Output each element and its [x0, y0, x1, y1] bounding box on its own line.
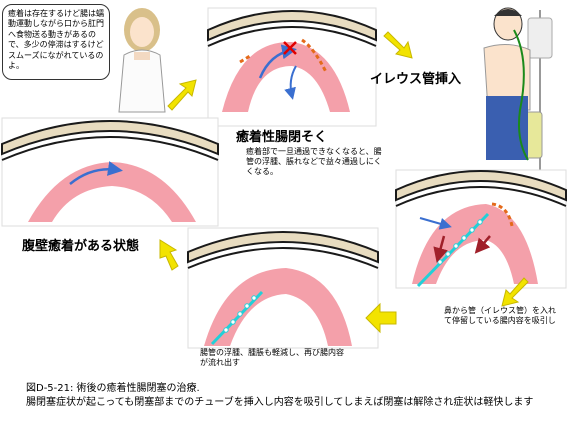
label-abdominal-adhesion: 腹壁癒着がある状態 [22, 239, 140, 254]
patient-with-tube [483, 7, 553, 170]
label-suction-desc: 鼻から管（イレウス管）を入れて停留している腸内容を吸引し [444, 306, 556, 325]
label-edema-reduced-desc: 腸管の浮腫、腫脹も軽減し、再び腸内容が流れ出す [200, 348, 344, 367]
nurse-character [118, 8, 166, 113]
label-ileus-tube: イレウス管挿入 [370, 72, 462, 87]
speech-bubble: 癒着は存在するけど腸は蠕動運動しながら口から肛門へ食物送る動きがあるので、多少の… [2, 4, 110, 80]
figure-caption: 図D-5-21: 術後の癒着性腸閉塞の治療. 腸閉塞症状が起こっても閉塞部までの… [26, 382, 556, 409]
panel-suction [395, 169, 567, 289]
panel-normal [0, 117, 219, 227]
panel-resolved [187, 227, 379, 349]
caption-figure: 図D-5-21: 術後の癒着性腸閉塞の治療. [26, 383, 200, 394]
label-adhesive-obstruction-desc: 癒着部で一旦通過できなくなると、腸管の浮腫、脹れなどで益々通過しにくくなる。 [246, 147, 382, 176]
label-adhesive-obstruction: 癒着性腸閉そく [236, 130, 328, 145]
flow-arrows [159, 31, 529, 334]
caption-body: 腸閉塞症状が起こっても閉塞部までのチューブを挿入し内容を吸引してしまえば閉塞は解… [26, 396, 534, 408]
panel-blocked [207, 7, 377, 127]
